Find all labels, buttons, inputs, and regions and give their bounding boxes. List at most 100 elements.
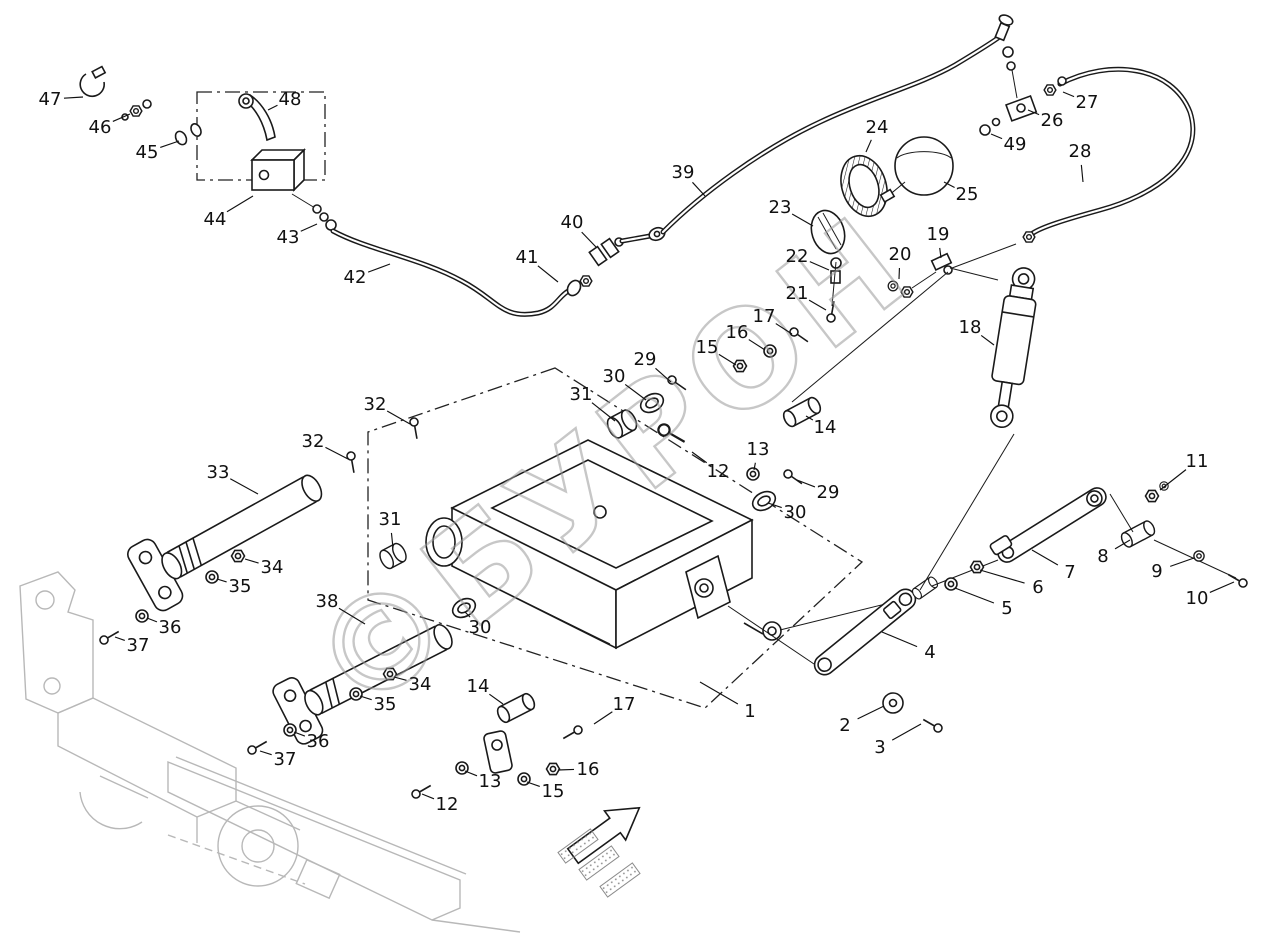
callout-leader-28 [1080,164,1084,183]
callout-leader-40 [581,231,597,248]
washer-13 [746,467,760,481]
part-callout-46: 46 [89,117,112,138]
callout-leader-31 [591,402,616,422]
washer-9 [1193,550,1205,562]
part-callout-31: 31 [570,384,593,405]
frame-bore [425,517,463,567]
nut-16b [545,762,561,776]
part-callout-29-2: 29 [817,482,840,503]
callout-leader-10 [1209,581,1235,593]
washer-36b [283,723,297,737]
part-callout-2: 2 [839,715,850,736]
part-callout-37: 37 [127,635,150,656]
part-callout-40: 40 [561,212,584,233]
washer-13b [455,761,469,775]
callout-leader-43 [300,223,318,232]
callout-leader-31-2 [390,532,394,549]
axis-line-shock-top [791,271,949,403]
frame-rod-eye [762,621,782,641]
pivot-pin-33-group [97,474,323,647]
part-callout-39: 39 [672,162,695,183]
callout-leader-7 [1031,549,1059,566]
callout-leader-25 [943,181,955,189]
part-callout-44: 44 [204,209,227,230]
pin-arm-end [910,574,940,602]
callout-leader-35 [216,578,227,583]
callout-leader-12 [691,451,708,464]
callout-leader-26 [1027,109,1040,116]
callout-leader-37-2 [259,750,272,756]
part-callout-3: 3 [874,737,885,758]
linkage-group [727,481,1250,735]
callout-leader-32 [386,410,411,425]
part-callout-16: 16 [726,322,749,343]
callout-leader-30-3 [464,611,471,618]
hose-28-group [951,66,1196,269]
callout-leader-29-2 [796,479,816,488]
part-callout-49: 49 [1004,134,1027,155]
callout-leader-2 [857,705,885,720]
callout-leader-34 [244,558,259,564]
lamp-lens-23 [810,209,846,255]
part-callout-32: 32 [364,394,387,415]
fitting-41 [566,279,582,297]
callout-leader-37 [114,636,125,641]
callout-leader-19 [939,247,942,259]
callout-leader-6 [979,569,1025,584]
callout-leader-12-2 [421,793,435,800]
part-callout-24: 24 [866,117,889,138]
ring-30b [748,487,780,515]
washer-36 [135,609,149,623]
direction-arrow [557,806,641,898]
washer-35 [205,570,219,584]
part-callout-36: 36 [159,617,182,638]
callout-leader-48 [267,104,278,111]
part-callout-48: 48 [279,89,302,110]
part-callout-14-2: 14 [467,676,490,697]
callout-leader-35-2 [359,695,372,701]
callout-leader-27 [1062,91,1075,98]
callout-leader-3 [891,723,922,741]
callout-leader-16 [748,339,766,351]
hose-42-group [330,226,666,317]
callout-leader-13 [753,462,756,471]
pivot-pin-38-group [245,594,585,801]
link-7 [989,487,1107,563]
part-callout-14: 14 [814,417,837,438]
swing-frame-part-1 [425,439,782,650]
callout-leader-30-2 [767,502,782,509]
callout-leader-9 [1170,557,1195,567]
part-callout-29: 29 [634,349,657,370]
part-callout-30-2: 30 [784,502,807,523]
part-callout-15-2: 15 [542,781,565,802]
axis-line-shock-bottom [919,433,1015,591]
part-callout-5: 5 [1001,598,1012,619]
callout-leader-14-2 [489,693,504,705]
mount-plate [483,730,513,774]
nut-41 [579,275,593,287]
shock-absorber-18 [990,267,1037,428]
part-callout-25: 25 [956,184,979,205]
part-callout-35-2: 35 [374,694,397,715]
pin-14b [494,691,538,725]
part-callout-34-2: 34 [409,674,432,695]
part-callout-19: 19 [927,224,950,245]
part-callout-4: 4 [924,642,935,663]
callout-leader-23 [791,213,814,227]
part-callout-8: 8 [1097,546,1108,567]
part-callout-47: 47 [39,89,62,110]
part-callout-11: 11 [1186,451,1209,472]
part-callout-45: 45 [136,142,159,163]
part-callout-30: 30 [603,366,626,387]
callout-leader-33 [229,478,259,495]
bolt-32 [408,416,422,441]
bolt-10 [1225,570,1250,590]
part-callout-36-2: 36 [307,731,330,752]
pin-8 [1118,518,1158,550]
disc-2 [882,692,904,714]
part-callout-43: 43 [277,227,300,248]
work-lamp-group [810,154,888,324]
callout-leader-17-2 [593,711,613,725]
part-callout-34: 34 [261,557,284,578]
